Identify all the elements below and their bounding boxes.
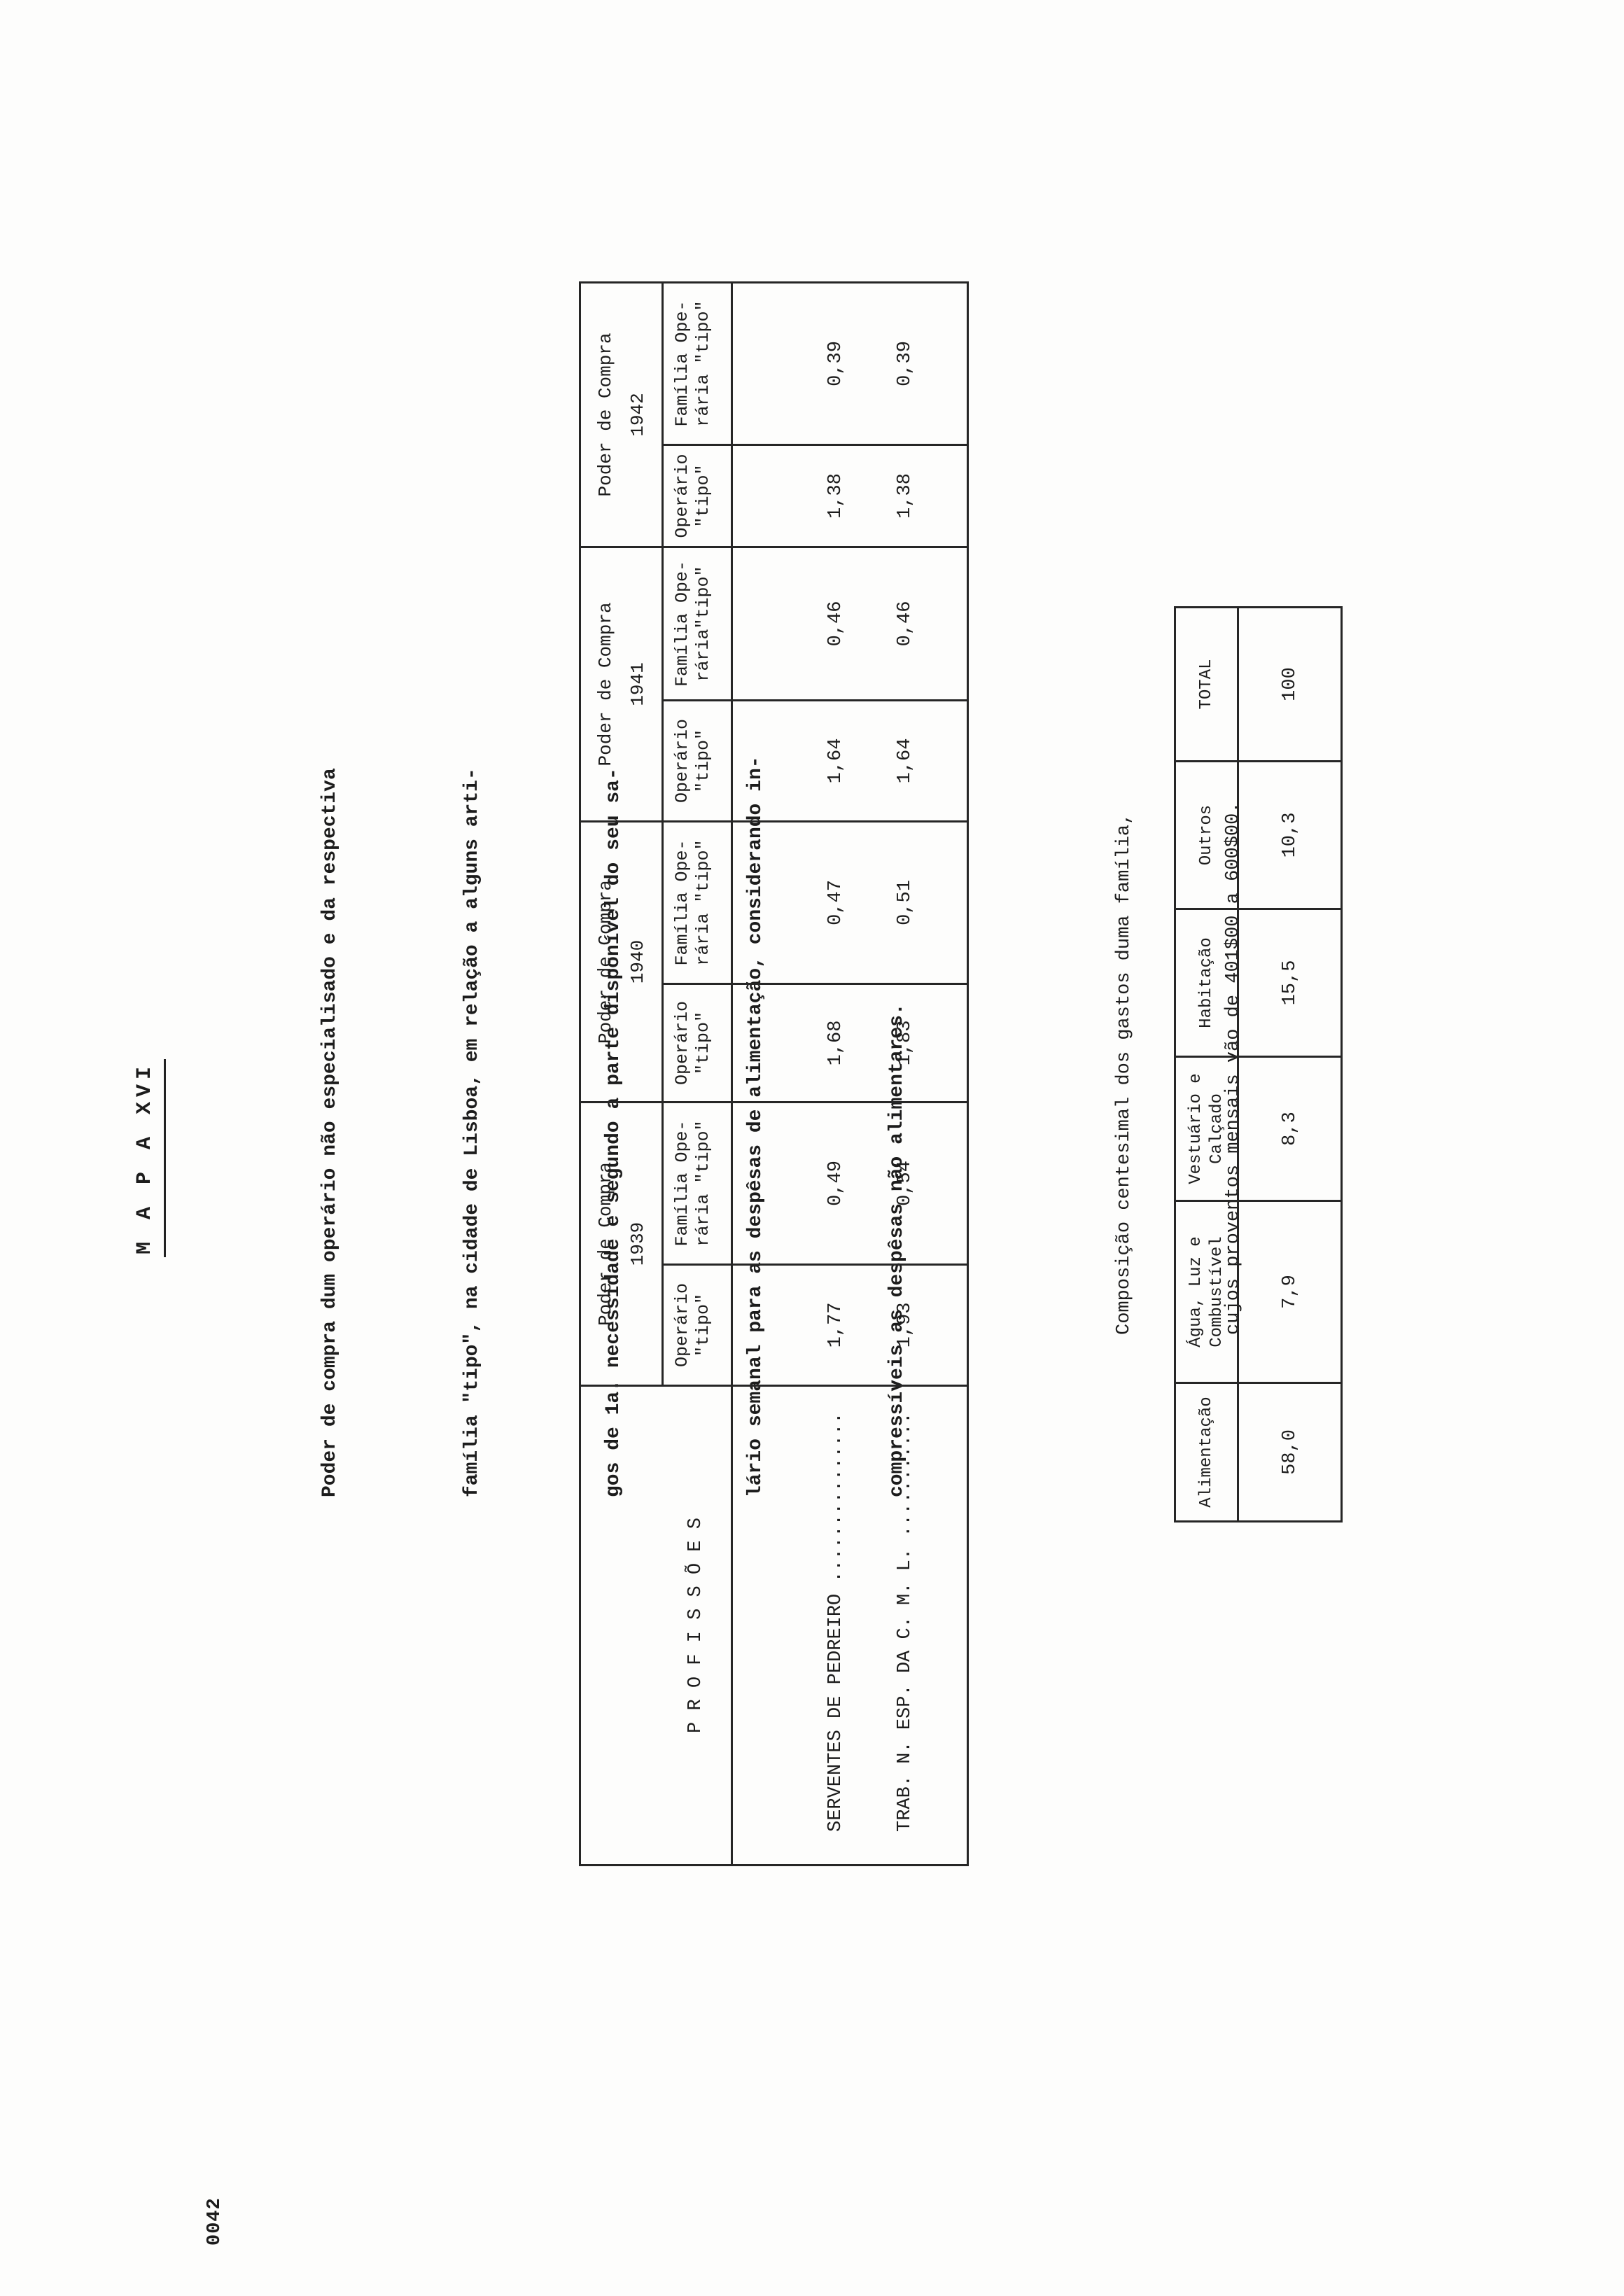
header-line: Combustível <box>1207 1236 1226 1348</box>
value-cell: 1,64 <box>732 700 871 822</box>
subheader-line: Família Ope- <box>672 839 692 966</box>
family-subheader-1939: Família Ope- rária "tipo" <box>662 1102 732 1265</box>
subheader-line: "tipo" <box>693 729 713 792</box>
group-label: Poder de Compra <box>594 332 616 497</box>
subheader-line: "tipo" <box>693 1011 713 1074</box>
group-header-1940: Poder de Compra 1940 <box>580 821 663 1102</box>
page-title: M A P A XVI <box>133 1059 166 1257</box>
value-cell: 1,64 <box>870 700 968 822</box>
dot-leader: ............... <box>825 1412 846 1583</box>
worker-subheader-1941: Operário "tipo" <box>662 700 732 822</box>
value-cell: 1,83 <box>870 983 968 1102</box>
value-cell: 1,93 <box>870 1264 968 1386</box>
header-water-light-fuel: Água, Luz e Combustível <box>1175 1200 1238 1383</box>
subheader-line: Operário <box>672 1282 692 1368</box>
header-food: Alimentação <box>1175 1382 1238 1522</box>
worker-subheader-1942: Operário "tipo" <box>662 444 732 547</box>
purchasing-power-table: P R O F I S S Õ E S Poder de Compra 1939… <box>579 281 969 1866</box>
group-header-row: P R O F I S S Õ E S Poder de Compra 1939… <box>580 282 732 1865</box>
family-subheader-1941: Família Ope- rária"tipo" <box>662 547 732 701</box>
header-total: TOTAL <box>1175 607 1238 762</box>
subheader-line: rária"tipo" <box>693 566 713 682</box>
profession-name: SERVENTES DE PEDREIRO <box>825 1593 846 1832</box>
group-label: Poder de Compra <box>594 879 616 1044</box>
worker-subheader-1940: Operário "tipo" <box>662 983 732 1102</box>
dot-leader: ........... <box>894 1412 916 1537</box>
family-subheader-1942: Família Ope- rária "tipo" <box>662 282 732 445</box>
value-cell: 1,77 <box>732 1264 871 1386</box>
value-cell: 15,5 <box>1238 909 1342 1057</box>
value-cell: 0,51 <box>870 821 968 984</box>
group-label: Poder de Compra <box>594 1161 616 1326</box>
intro-line: família "tipo", na cidade de Lisboa, em … <box>461 768 483 1497</box>
header-clothing-footwear: Vestuário e Calçado <box>1175 1056 1238 1201</box>
value-cell: 10,3 <box>1238 761 1342 909</box>
value-cell: 8,3 <box>1238 1056 1342 1201</box>
header-line: Outros <box>1196 804 1216 866</box>
group-year: 1940 <box>626 939 648 984</box>
value-cell: 1,68 <box>732 983 871 1102</box>
group-label: Poder de Compra <box>594 602 616 766</box>
value-cell: 0,46 <box>732 547 871 701</box>
header-line: Alimentação <box>1196 1396 1216 1508</box>
value-cell: 0,49 <box>732 1102 871 1265</box>
value-cell: 0,46 <box>870 547 968 701</box>
value-cell: 0,39 <box>870 282 968 445</box>
value-cell: 7,9 <box>1238 1200 1342 1383</box>
group-year: 1939 <box>626 1222 648 1266</box>
page-folio-number: 0042 <box>204 2197 225 2246</box>
value-cell: 0,39 <box>732 282 871 445</box>
subheader-line: Família Ope- <box>672 300 692 427</box>
subheader-line: Operário <box>672 1000 692 1085</box>
table-row: TRAB. N. ESP. DA C. M. L. ........... 1,… <box>870 282 968 1865</box>
subheader-line: "tipo" <box>693 464 713 528</box>
value-cell: 0,47 <box>732 821 871 984</box>
header-line: Água, Luz e <box>1186 1236 1205 1348</box>
subheader-line: rária "tipo" <box>693 300 713 427</box>
caption-line: Composição centesimal dos gastos duma fa… <box>1114 813 1135 1335</box>
subheader-line: Família Ope- <box>672 1120 692 1247</box>
header-line: TOTAL <box>1196 659 1216 710</box>
header-other: Outros <box>1175 761 1238 909</box>
header-line: Habitação <box>1196 937 1216 1028</box>
group-year: 1942 <box>626 393 648 437</box>
subheader-line: rária "tipo" <box>693 839 713 966</box>
value-cell: 0,54 <box>870 1102 968 1265</box>
worker-subheader-1939: Operário "tipo" <box>662 1264 732 1386</box>
group-header-1941: Poder de Compra 1941 <box>580 547 663 822</box>
group-header-1939: Poder de Compra 1939 <box>580 1102 663 1386</box>
expense-composition-table: Alimentação Água, Luz e Combustível Vest… <box>1174 606 1343 1522</box>
subheader-line: Operário <box>672 718 692 803</box>
subheader-line: rária "tipo" <box>693 1120 713 1247</box>
profession-name: TRAB. N. ESP. DA C. M. L. <box>894 1548 916 1832</box>
profession-cell: SERVENTES DE PEDREIRO ............... <box>732 1385 871 1865</box>
subheader-line: Família Ope- <box>672 560 692 687</box>
group-year: 1941 <box>626 662 648 706</box>
header-line: Vestuário e <box>1186 1073 1205 1184</box>
group-header-1942: Poder de Compra 1942 <box>580 282 663 547</box>
intro-line: Poder de compra dum operário não especia… <box>319 768 341 1497</box>
subheader-line: Operário <box>672 454 692 538</box>
expense-value-row: 58,0 7,9 8,3 15,5 10,3 100 <box>1238 607 1342 1522</box>
expense-header-row: Alimentação Água, Luz e Combustível Vest… <box>1175 607 1238 1522</box>
value-cell: 1,38 <box>870 444 968 547</box>
value-cell: 100 <box>1238 607 1342 762</box>
header-housing: Habitação <box>1175 909 1238 1057</box>
value-cell: 1,38 <box>732 444 871 547</box>
subheader-line: "tipo" <box>693 1294 713 1357</box>
table-row: SERVENTES DE PEDREIRO ............... 1,… <box>732 282 871 1865</box>
profession-cell: TRAB. N. ESP. DA C. M. L. ........... <box>870 1385 968 1865</box>
professions-header: P R O F I S S Õ E S <box>580 1385 732 1865</box>
value-cell: 58,0 <box>1238 1382 1342 1522</box>
header-line: Calçado <box>1207 1093 1226 1164</box>
family-subheader-1940: Família Ope- rária "tipo" <box>662 821 732 984</box>
